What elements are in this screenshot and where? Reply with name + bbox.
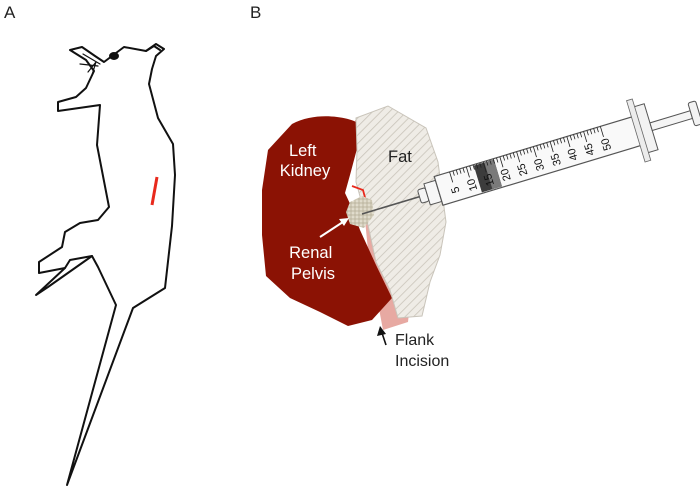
plunger-rod <box>649 110 694 132</box>
syringe-tick-minor <box>526 148 529 154</box>
syringe-tick-minor <box>522 149 526 155</box>
fat-label: Fat <box>388 148 412 166</box>
syringe-tick-minor <box>472 164 475 170</box>
panel-label-b: B <box>250 3 261 22</box>
syringe-tick-minor <box>502 155 506 161</box>
syringe-tick-major <box>482 161 487 173</box>
syringe-tick-label: 15 <box>482 172 497 187</box>
syringe-tick-label: 40 <box>566 147 581 162</box>
syringe-tick-label: 10 <box>465 177 480 192</box>
syringe-tick-minor <box>459 168 462 174</box>
syringe-tick-major <box>549 141 554 153</box>
syringe-tick-label: 25 <box>516 162 531 177</box>
syringe-tick-label: 45 <box>583 142 598 157</box>
syringe-tick-major <box>532 146 537 158</box>
syringe-tick-major <box>516 151 521 163</box>
syringe-tick-minor <box>569 135 573 141</box>
syringe-tick-major <box>449 171 454 183</box>
syringe-tick-minor <box>489 159 492 165</box>
fat-pad <box>355 105 447 319</box>
syringe-tick-minor <box>452 170 455 176</box>
syringe-tick-minor <box>546 142 549 148</box>
syringe-tick-minor <box>529 147 532 153</box>
syringe-tick-minor <box>593 128 596 134</box>
renal-pelvis <box>346 196 374 228</box>
syringe-tick-minor <box>506 154 509 160</box>
syringe-tick-label: 35 <box>549 152 564 167</box>
syringe-tick-major <box>583 131 588 143</box>
syringe-tick-major <box>599 126 604 138</box>
syringe-tick-minor <box>579 132 583 138</box>
renal-pelvis-arrow <box>319 218 349 238</box>
plunger-thumb[interactable] <box>687 100 700 127</box>
syringe-tick-minor <box>469 165 472 171</box>
syringe-tick-minor <box>519 150 522 156</box>
syringe-tick-major <box>499 156 504 168</box>
syringe-tick-minor <box>479 162 482 168</box>
syringe-tick-minor <box>509 153 512 159</box>
syringe-tick-minor <box>553 140 556 146</box>
syringe-tick-minor <box>455 169 459 175</box>
renal-pelvis-label: Renal Pelvis <box>289 244 337 283</box>
syringe-tick-minor <box>539 144 542 150</box>
syringe-tick-minor <box>486 160 489 166</box>
kidney <box>262 116 392 327</box>
incision-mark <box>150 176 159 206</box>
syringe-tick-minor <box>492 158 495 164</box>
syringe-tick-minor <box>563 137 566 143</box>
left-kidney-label: Left Kidney <box>280 142 331 180</box>
syringe-tick-minor <box>462 167 465 173</box>
syringe-tick-minor <box>559 138 562 144</box>
syringe-tick-minor <box>543 143 546 149</box>
syringe-tick-minor <box>576 133 579 139</box>
flank-incision-arrow <box>377 326 387 346</box>
syringe-tick-major <box>566 136 571 148</box>
syringe-tick-minor <box>596 127 599 133</box>
syringe-tick-minor <box>586 130 589 136</box>
syringe-tick-label: 50 <box>599 137 614 152</box>
syringe-tick-major <box>465 166 470 178</box>
flank-incision-label: Flank Incision <box>395 332 449 370</box>
syringe-tick-label: 30 <box>532 157 547 172</box>
mouse-outline <box>35 43 176 486</box>
syringe-tick-minor <box>475 163 479 169</box>
syringe-tick-minor <box>556 139 559 145</box>
syringe-needle <box>361 195 422 215</box>
syringe-tick-minor <box>573 134 576 140</box>
syringe-tick-minor <box>512 152 516 158</box>
panel-label-a: A <box>4 3 16 22</box>
syringe-tick-minor <box>496 157 499 163</box>
syringe-tick-minor <box>536 145 539 151</box>
syringe-tick-label: 5 <box>449 185 462 194</box>
syringe-tick-label: 20 <box>499 167 514 182</box>
syringe-tick-minor <box>589 129 593 135</box>
